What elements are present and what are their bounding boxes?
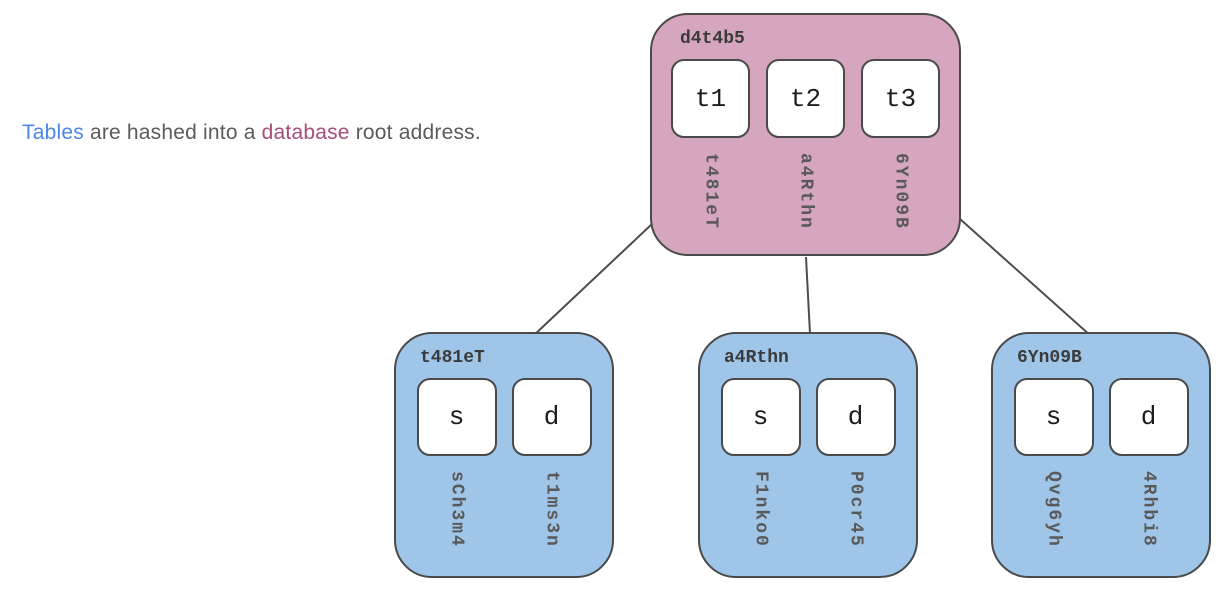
hash-label-t2: a4Rthn xyxy=(795,153,816,230)
hash-label-schema: sCh3m4 xyxy=(446,471,467,548)
table-box-label: t481eT xyxy=(420,348,485,368)
hash-label-data: 4Rhbi8 xyxy=(1138,471,1159,548)
table-cell-t3: t3 xyxy=(861,59,940,138)
caption: Tables are hashed into a database root a… xyxy=(22,116,502,150)
slot-schema: s Qvg6yh xyxy=(1013,378,1094,563)
table-box-slots: s Qvg6yh d 4Rhbi8 xyxy=(993,378,1209,563)
table-box-label: 6Yn09B xyxy=(1017,348,1082,368)
cell-d: d xyxy=(511,378,592,456)
root-box-label: d4t4b5 xyxy=(680,29,745,49)
table-box-label: a4Rthn xyxy=(724,348,789,368)
root-slot-t1: t1 t481eT xyxy=(671,59,750,245)
hash-label-t3: 6Yn09B xyxy=(890,153,911,230)
hash-label-t1: t481eT xyxy=(700,153,721,230)
table-cell-t1: t1 xyxy=(671,59,750,138)
cell-s: s xyxy=(416,378,497,456)
hash-label-data: t1ms3n xyxy=(541,471,562,548)
caption-word-tables: Tables xyxy=(22,121,84,144)
slot-schema: s sCh3m4 xyxy=(416,378,497,563)
root-box-slots: t1 t481eT t2 a4Rthn t3 6Yn09B xyxy=(652,59,959,245)
database-root-box: d4t4b5 t1 t481eT t2 a4Rthn t3 6Yn09B xyxy=(650,13,961,256)
caption-text-end: root address. xyxy=(349,121,481,144)
cell-d: d xyxy=(815,378,896,456)
hash-label-schema: Qvg6yh xyxy=(1043,471,1064,548)
table-box-slots: s F1nko0 d P0cr45 xyxy=(700,378,916,563)
table-box-6Yn09B: 6Yn09B s Qvg6yh d 4Rhbi8 xyxy=(991,332,1211,578)
slot-data: d 4Rhbi8 xyxy=(1108,378,1189,563)
hash-label-data: P0cr45 xyxy=(845,471,866,548)
slot-data: d P0cr45 xyxy=(815,378,896,563)
cell-s: s xyxy=(720,378,801,456)
cell-d: d xyxy=(1108,378,1189,456)
slot-data: d t1ms3n xyxy=(511,378,592,563)
table-box-t481eT: t481eT s sCh3m4 d t1ms3n xyxy=(394,332,614,578)
table-box-slots: s sCh3m4 d t1ms3n xyxy=(396,378,612,563)
cell-s: s xyxy=(1013,378,1094,456)
caption-text-mid: are hashed into a xyxy=(83,121,262,144)
root-slot-t3: t3 6Yn09B xyxy=(861,59,940,245)
slot-schema: s F1nko0 xyxy=(720,378,801,563)
root-slot-t2: t2 a4Rthn xyxy=(766,59,845,245)
hash-label-schema: F1nko0 xyxy=(750,471,771,548)
table-cell-t2: t2 xyxy=(766,59,845,138)
table-box-a4Rthn: a4Rthn s F1nko0 d P0cr45 xyxy=(698,332,918,578)
caption-word-database: database xyxy=(261,121,350,144)
